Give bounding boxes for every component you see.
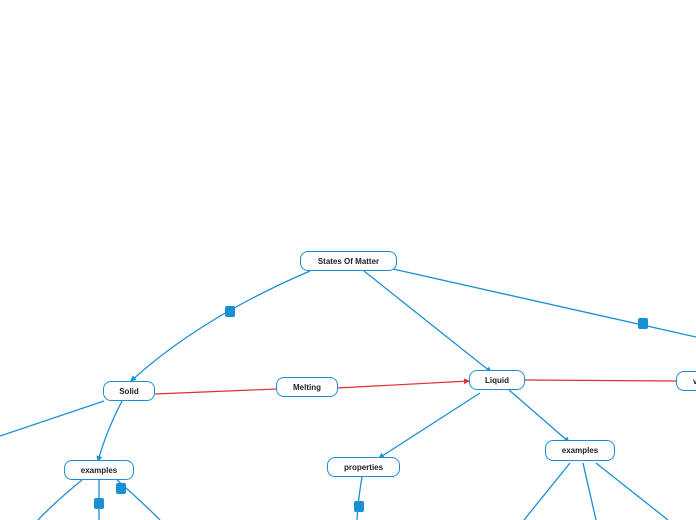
node-liquid-examples[interactable]: examples (545, 440, 615, 461)
connector-solid-examples (96, 400, 123, 462)
connector-properties-child (356, 476, 363, 520)
connector-root-liquid (363, 270, 492, 373)
node-liquid[interactable]: Liquid (469, 370, 525, 390)
collapse-handle-solid-examples-b[interactable] (116, 483, 126, 494)
collapse-handle-properties[interactable] (354, 501, 364, 512)
connector-liquid-examples-child-2 (582, 462, 597, 520)
connector-solid-examples-child-1 (37, 479, 83, 520)
connector-liquid-examples-child-3 (595, 462, 669, 520)
node-partial-right[interactable]: v (676, 371, 696, 391)
relation-liquid-right (524, 379, 678, 382)
node-liquid-properties[interactable]: properties (327, 457, 400, 477)
connector-liquid-properties (378, 392, 481, 459)
node-melting[interactable]: Melting (276, 377, 338, 397)
node-solid[interactable]: Solid (103, 381, 155, 401)
connector-liquid-examples (508, 389, 570, 443)
connector-liquid-examples-child-1 (523, 462, 571, 520)
connector-solid-left (0, 400, 105, 437)
collapse-handle-solid[interactable] (225, 306, 235, 317)
collapse-handle-right[interactable] (638, 318, 648, 329)
node-solid-examples[interactable]: examples (64, 460, 134, 480)
node-states-of-matter[interactable]: States Of Matter (300, 251, 397, 271)
relation-melting-liquid (336, 378, 470, 389)
connector-root-solid (130, 270, 311, 382)
relation-solid-melting (154, 388, 278, 395)
connector-root-right (392, 268, 696, 338)
collapse-handle-solid-examples-a[interactable] (94, 498, 104, 509)
